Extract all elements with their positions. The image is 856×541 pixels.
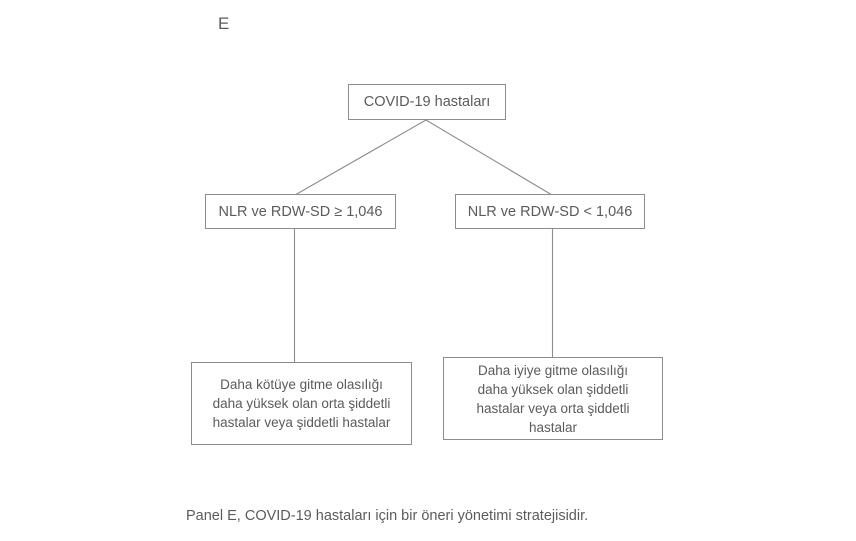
flow-node-covid-patients: COVID-19 hastaları [348,84,506,120]
flow-node-label: Daha iyiye gitme olasılığı daha yüksek o… [476,362,630,435]
flow-node-label: Daha kötüye gitme olasılığı daha yüksek … [212,377,391,430]
flow-node-label: COVID-19 hastaları [363,94,491,110]
flow-node-better-prognosis: Daha iyiye gitme olasılığı daha yüksek o… [443,357,663,440]
flow-node-nlr-rdwsd-high: NLR ve RDW-SD ≥ 1,046 [205,194,396,229]
flow-node-nlr-rdwsd-low: NLR ve RDW-SD < 1,046 [455,194,645,229]
figure-caption: Panel E, COVID-19 hastaları için bir öne… [186,508,589,524]
flow-node-worse-prognosis: Daha kötüye gitme olasılığı daha yüksek … [191,362,412,445]
panel-letter: E [218,14,230,33]
flow-node-label: NLR ve RDW-SD < 1,046 [467,203,633,220]
flow-node-label: NLR ve RDW-SD ≥ 1,046 [218,203,383,220]
connector-root-to-low [425,119,553,196]
connector-root-to-high [294,119,427,196]
